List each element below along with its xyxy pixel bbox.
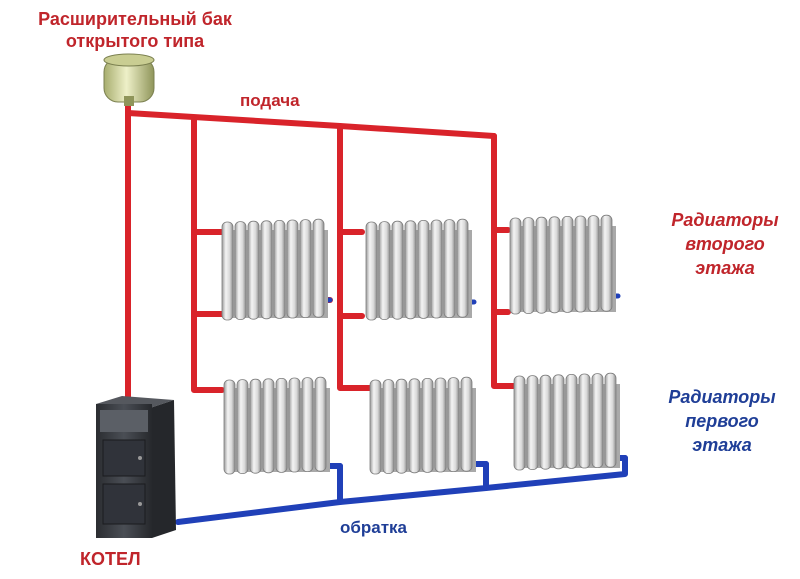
radiator-section: [460, 376, 473, 472]
second-floor-label: Радиаторы второго этажа: [660, 208, 790, 280]
radiator-section: [604, 372, 617, 468]
expansion-tank-label-line1: Расширительный бак: [38, 9, 232, 29]
radiator-second-floor-1: [221, 218, 328, 321]
radiator-section: [312, 218, 325, 318]
radiator-section: [561, 215, 574, 313]
radiator-section: [234, 221, 247, 321]
return-riser-3: [483, 455, 628, 491]
radiator-section: [430, 219, 443, 319]
radiator-section: [591, 373, 604, 469]
radiator-section: [509, 217, 522, 315]
radiator-section: [587, 215, 600, 313]
radiator-section: [447, 377, 460, 473]
radiator-section: [249, 378, 262, 474]
first-floor-label-line2: первого: [685, 411, 759, 431]
boiler-knob-2: [138, 502, 142, 506]
radiator-section: [260, 220, 273, 320]
radiator-first-floor-2: [369, 376, 476, 475]
boiler-side: [150, 400, 176, 538]
radiator-section: [286, 219, 299, 319]
supply-top-pipe: [125, 110, 497, 139]
radiator-first-floor-1: [223, 376, 330, 475]
radiator-section: [236, 379, 249, 475]
radiators: [221, 214, 620, 475]
supply-label: подача: [240, 91, 300, 110]
supply-drop-1: [191, 117, 225, 393]
expansion-tank-label: Расширительный бак открытого типа: [24, 8, 246, 52]
radiator-section: [378, 221, 391, 321]
radiator-section: [223, 379, 236, 475]
boiler-knob-1: [138, 456, 142, 460]
second-floor-label-line1: Радиаторы: [671, 210, 779, 230]
boiler: [96, 396, 176, 538]
radiator-section: [395, 378, 408, 474]
radiator-section: [275, 377, 288, 473]
radiator-second-floor-2: [365, 218, 472, 321]
return-label: обратка: [340, 518, 408, 537]
expansion-tank-neck: [124, 96, 134, 106]
radiator-second-floor-3: [509, 214, 616, 315]
boiler-panel: [100, 410, 148, 432]
supply-drop-3: [491, 133, 519, 389]
expansion-tank-top: [103, 53, 155, 67]
radiator-section: [273, 219, 286, 319]
radiator-section: [548, 216, 561, 314]
radiator-section: [417, 219, 430, 319]
radiator-section: [391, 220, 404, 320]
boiler-label: КОТЕЛ: [80, 549, 141, 569]
radiator-section: [365, 221, 378, 321]
second-floor-label-line3: этажа: [695, 258, 755, 278]
radiator-section: [288, 377, 301, 473]
radiator-section: [522, 217, 535, 315]
radiator-section: [408, 378, 421, 474]
radiator-section: [262, 378, 275, 474]
first-floor-label: Радиаторы первого этажа: [654, 385, 790, 457]
radiator-section: [578, 373, 591, 469]
radiator-section: [247, 220, 260, 320]
radiator-section: [369, 379, 382, 475]
radiator-section: [443, 219, 456, 319]
radiator-section: [404, 220, 417, 320]
radiator-section: [552, 374, 565, 470]
radiator-section: [456, 218, 469, 318]
radiator-section: [314, 376, 327, 472]
radiator-section: [299, 219, 312, 319]
radiator-section: [574, 215, 587, 313]
radiator-section: [421, 377, 434, 473]
supply-drop-2: [337, 123, 375, 391]
radiator-section: [434, 377, 447, 473]
first-floor-label-line3: этажа: [692, 435, 752, 455]
expansion-tank-label-line2: открытого типа: [65, 31, 205, 51]
radiator-section: [565, 373, 578, 469]
radiator-section: [539, 374, 552, 470]
radiator-section: [513, 375, 526, 471]
expansion-tank: [103, 53, 155, 106]
radiator-section: [526, 375, 539, 471]
second-floor-label-line2: второго: [685, 234, 765, 254]
radiator-section: [535, 216, 548, 314]
radiator-first-floor-3: [513, 372, 620, 471]
radiator-section: [600, 214, 613, 312]
radiator-section: [301, 377, 314, 473]
return-main-pipe: [175, 463, 343, 525]
first-floor-label-line1: Радиаторы: [668, 387, 776, 407]
radiator-section: [382, 379, 395, 475]
radiator-section: [221, 221, 234, 321]
